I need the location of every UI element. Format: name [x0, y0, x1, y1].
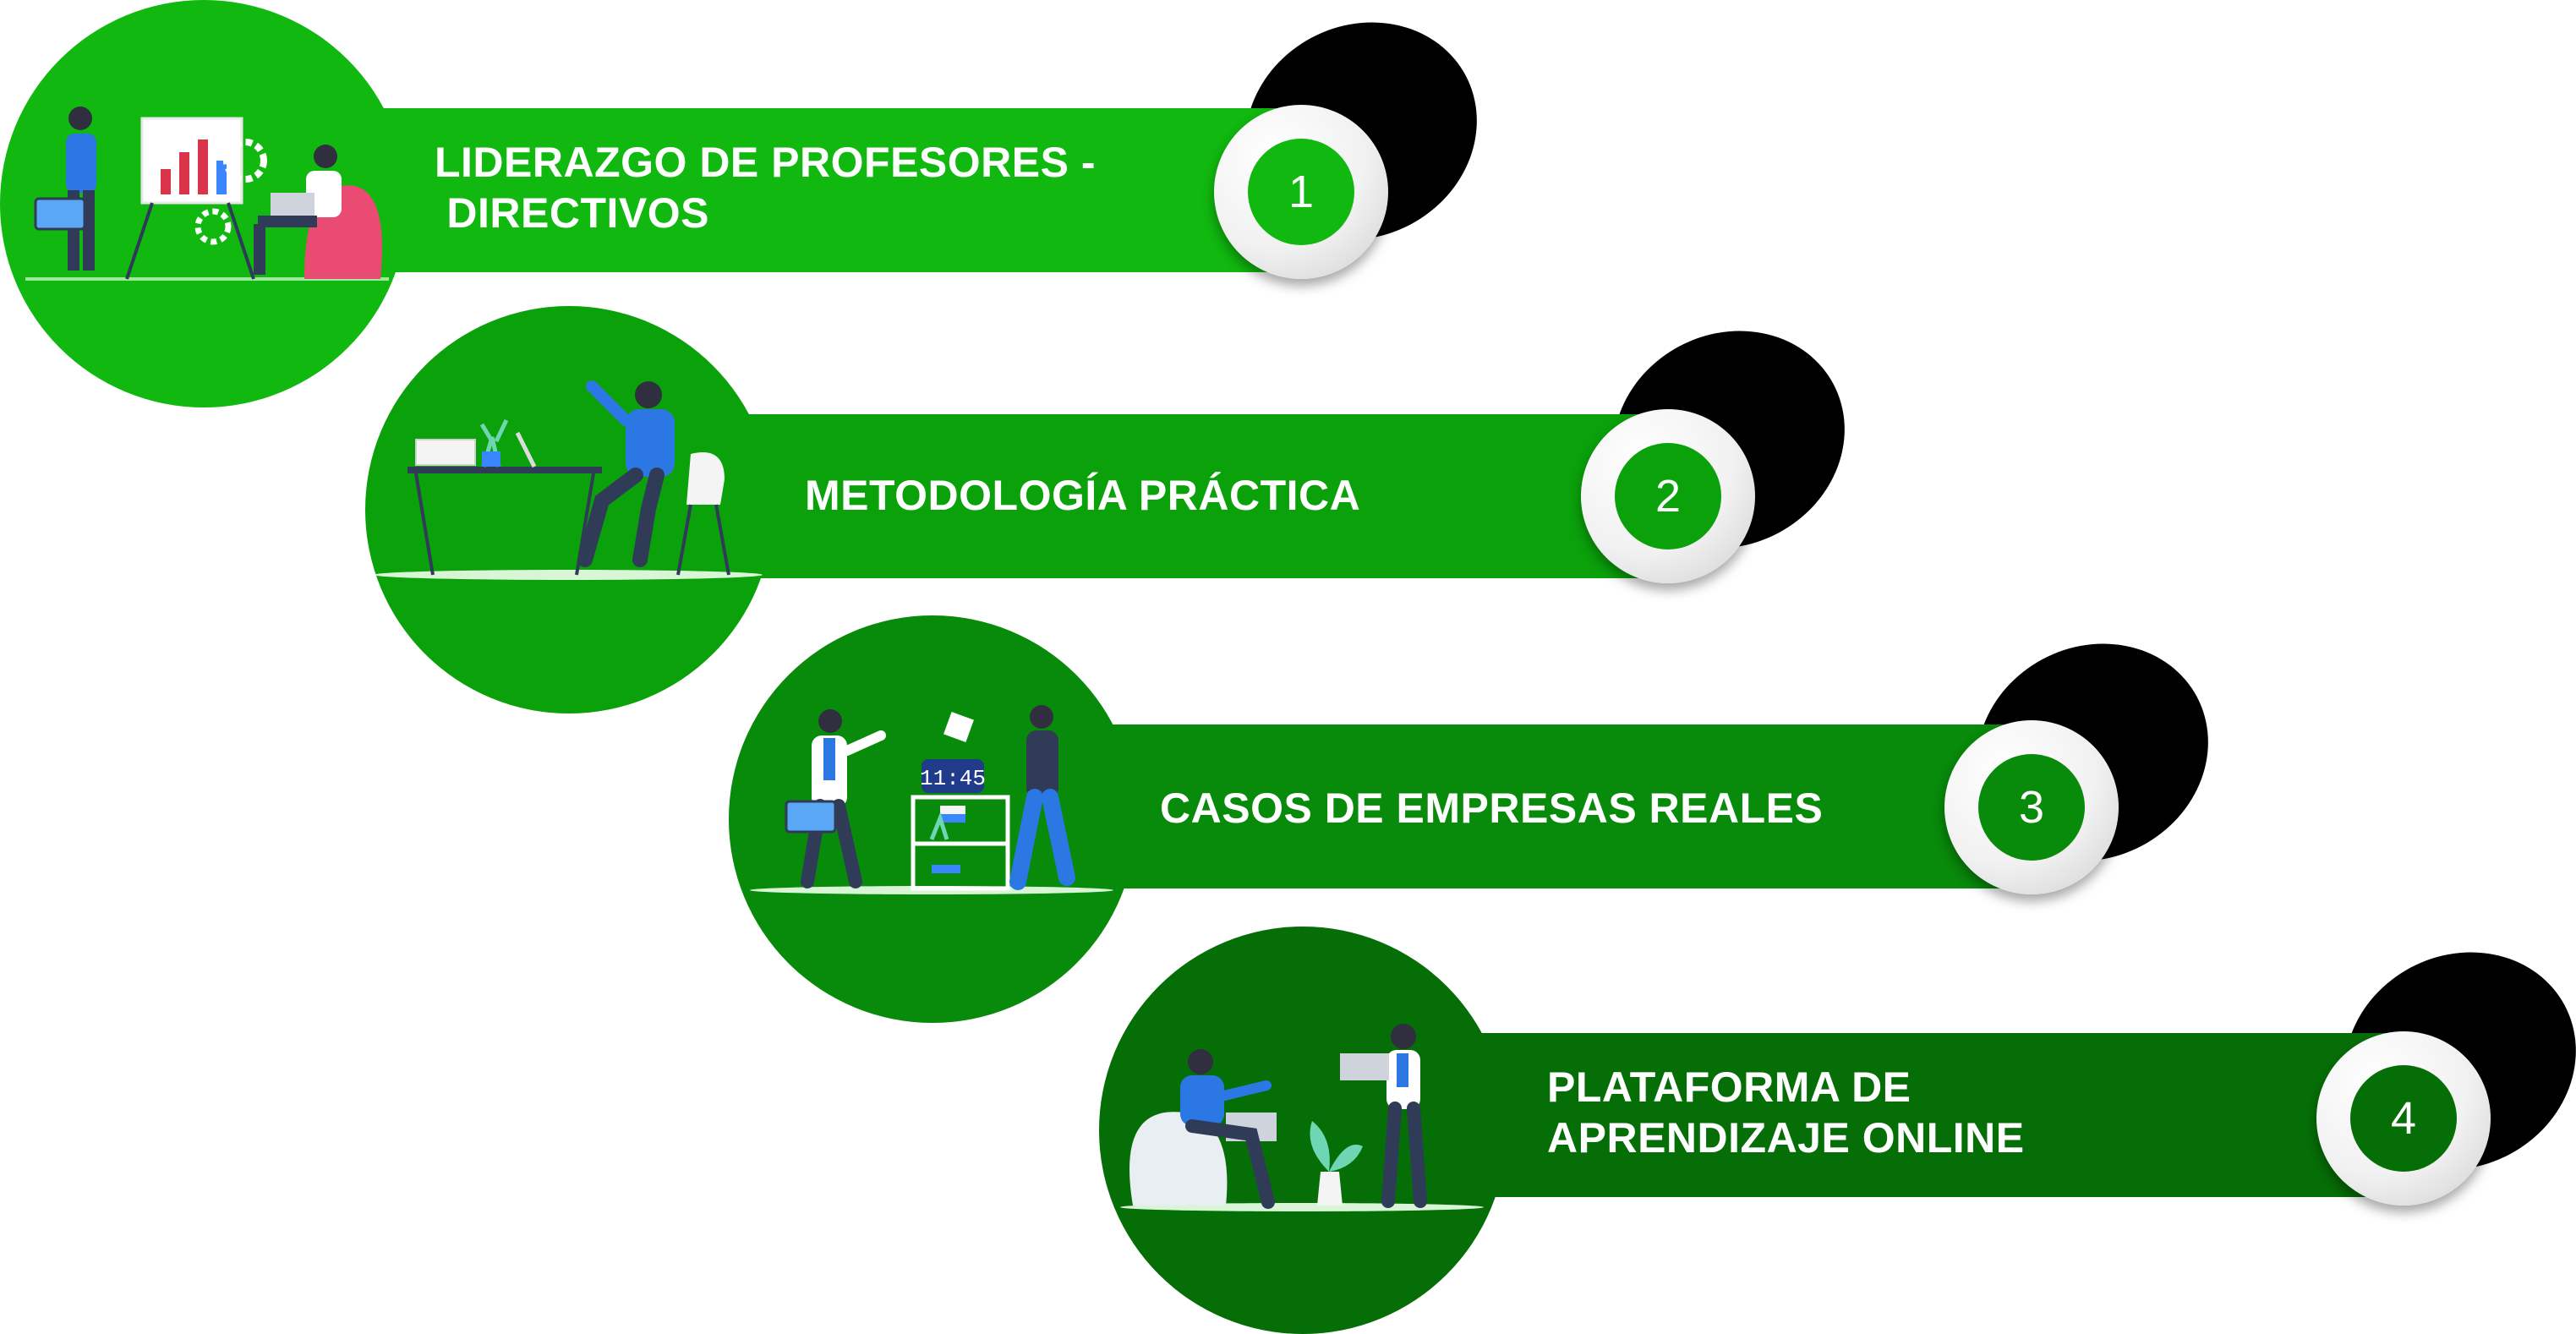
step-1-illustration — [0, 0, 407, 407]
step-4-illustration — [1099, 927, 1507, 1334]
step-1-badge: 1 — [1214, 105, 1388, 279]
step-2-badge: 2 — [1581, 409, 1755, 583]
step-2-number: 2 — [1615, 443, 1721, 549]
step-1-bar — [355, 108, 1378, 272]
clock-text: 11:45 — [920, 766, 986, 791]
online-learning-illustration — [1120, 1024, 1484, 1211]
step-2-bar — [727, 414, 1746, 578]
step-3-label: CASOS DE EMPRESAS REALES — [1160, 785, 1824, 832]
step-4-number: 4 — [2350, 1065, 2457, 1172]
step-1-number: 1 — [1248, 139, 1354, 245]
step-4-badge: 4 — [2316, 1031, 2491, 1206]
office-bookshelf-illustration: 11:45 — [750, 705, 1113, 894]
step-3-bar — [1091, 724, 2109, 888]
step-3-illustration: 11:45 — [729, 615, 1136, 1023]
step-3-number: 3 — [1978, 754, 2085, 861]
step-4-label: PLATAFORMA DE APRENDIZAJE ONLINE — [1547, 1063, 2025, 1162]
step-1-label: LIDERAZGO DE PROFESORES - DIRECTIVOS — [435, 139, 1097, 237]
step-2-illustration — [365, 306, 773, 713]
step-3-badge: 3 — [1944, 720, 2119, 894]
desk-work-illustration — [374, 380, 763, 580]
step-2-label: METODOLOGÍA PRÁCTICA — [805, 472, 1361, 519]
presentation-meeting-illustration — [25, 107, 389, 281]
